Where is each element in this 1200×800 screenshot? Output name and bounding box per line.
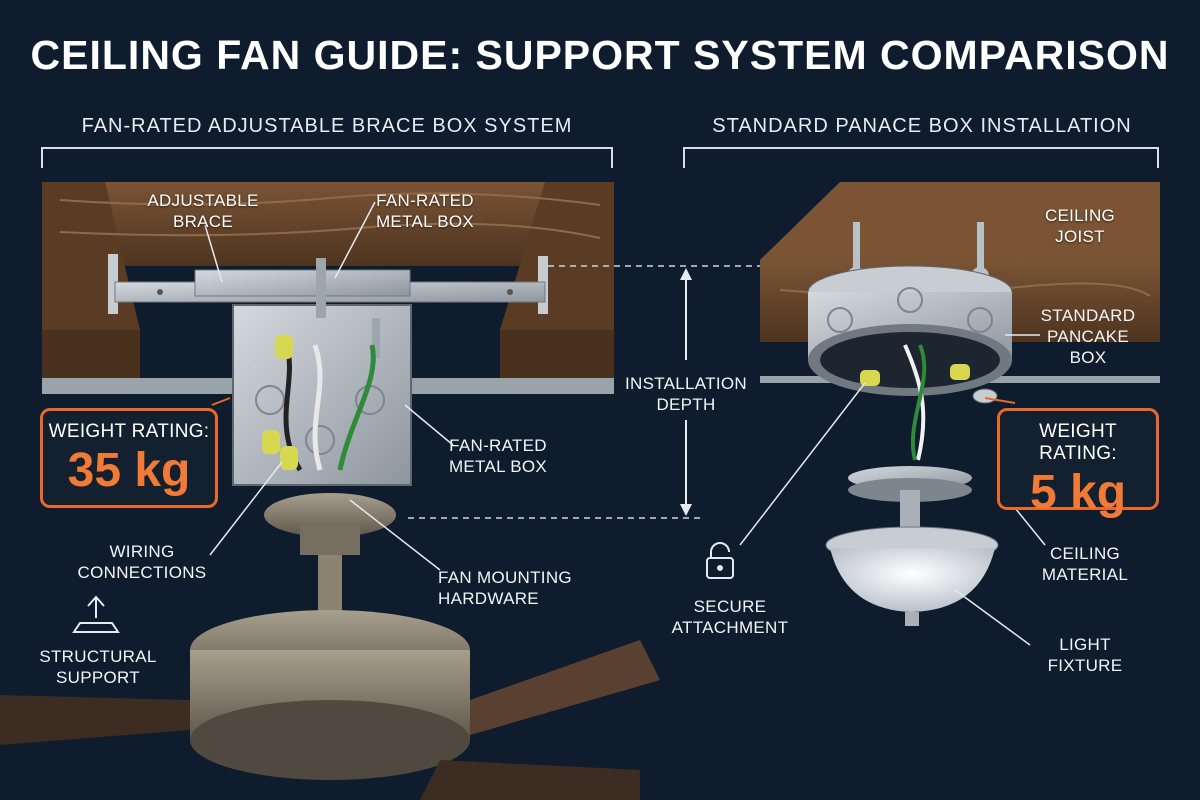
fan-rated-metal-box: [232, 258, 412, 486]
left-section-title: FAN-RATED ADJUSTABLE BRACE BOX SYSTEM: [81, 115, 573, 137]
adjustable-brace-label: ADJUSTABLE BRACE: [147, 191, 259, 231]
ceiling-material-label: CEILING MATERIAL: [1041, 544, 1129, 584]
installation-depth-indicator: [408, 265, 840, 519]
adjustable-brace: [108, 254, 548, 314]
standard-pancake-box: [807, 265, 1013, 461]
light-fixture: [825, 466, 999, 626]
right-section-bracket: [683, 147, 1159, 168]
standard-pancake-box-label: STANDARD PANCAKE BOX: [1040, 306, 1136, 367]
left-ceiling-joists: [42, 182, 614, 380]
right-badge-leader: [984, 397, 1016, 404]
right-leader-lines: [739, 334, 1046, 646]
left-weight-rating-badge: WEIGHT RATING: 35 kg: [40, 408, 218, 508]
left-weight-value: 35 kg: [67, 444, 191, 497]
right-section-title: STANDARD PANACE BOX INSTALLATION: [712, 115, 1132, 137]
installation-depth-label: INSTALLATION DEPTH: [625, 374, 747, 414]
padlock-icon: [706, 542, 734, 579]
wiring-connections-label: WIRING CONNECTIONS: [77, 542, 207, 582]
up-arrow-support-icon: [72, 595, 120, 633]
fan-mounting-hardware-label: FAN MOUNTING HARDWARE: [438, 568, 572, 608]
left-weight-caption: WEIGHT RATING:: [48, 421, 210, 442]
secure-attachment-label: SECURE ATTACHMENT: [671, 597, 789, 637]
light-fixture-label: LIGHT FIXTURE: [1047, 635, 1123, 675]
structural-support-label: STRUCTURAL SUPPORT: [39, 647, 157, 687]
right-weight-value: 5 kg: [1029, 466, 1127, 519]
page-title: CEILING FAN GUIDE: SUPPORT SYSTEM COMPAR…: [30, 32, 1170, 78]
fan-rated-metal-box-side-label: FAN-RATED METAL BOX: [448, 436, 548, 476]
left-leader-lines: [204, 201, 454, 571]
right-weight-caption: WEIGHT RATING:: [1039, 421, 1117, 464]
right-weight-rating-badge: WEIGHT RATING: 5 kg: [997, 408, 1159, 519]
fan-rated-metal-box-top-label: FAN-RATED METAL BOX: [375, 191, 475, 231]
left-section-bracket: [41, 147, 613, 168]
ceiling-fan: [0, 493, 660, 800]
ceiling-joist-label: CEILING JOIST: [1044, 206, 1116, 246]
left-badge-leader: [211, 397, 231, 406]
